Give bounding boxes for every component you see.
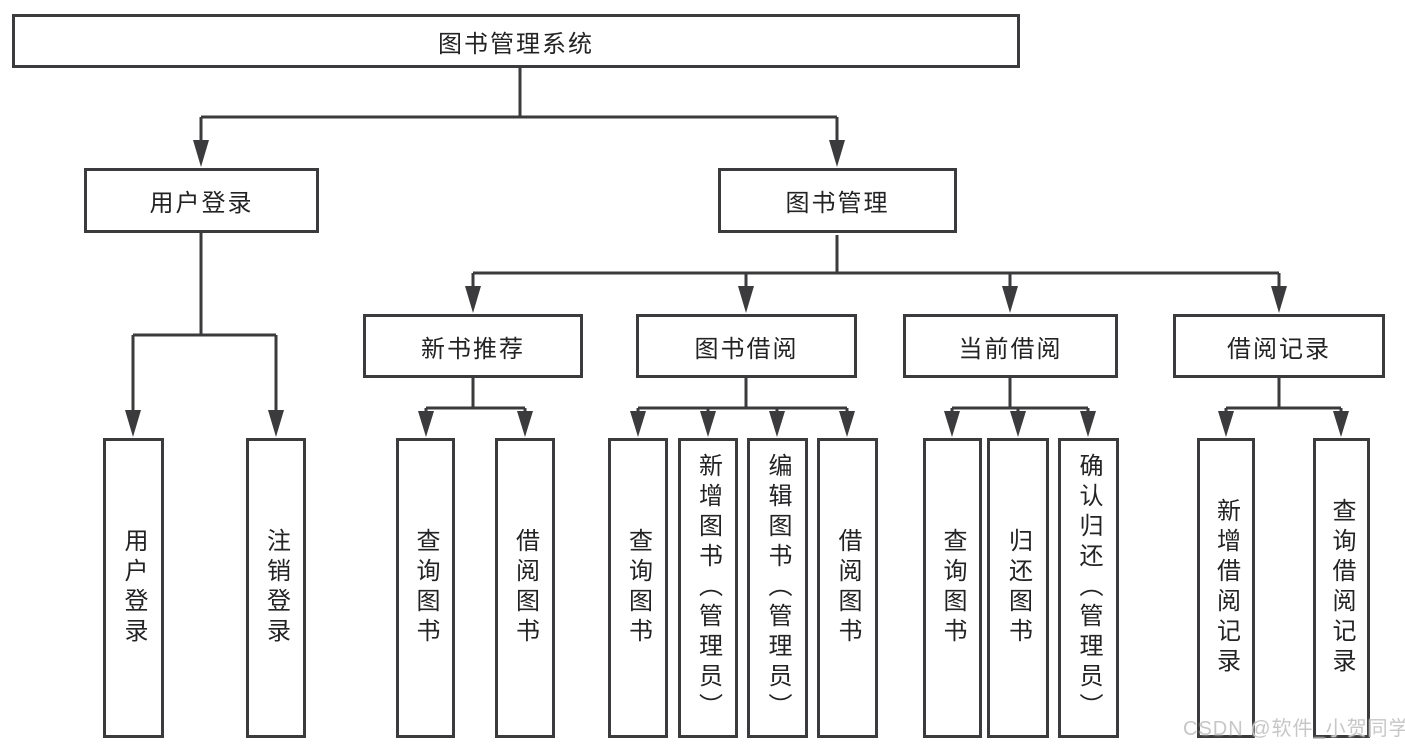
leaf-confirm-return-admin: 确认归还（管理员） <box>1058 438 1119 738</box>
arrowhead <box>465 286 481 313</box>
arrowhead <box>1218 411 1234 437</box>
leaf-logout: 注销登录 <box>246 438 306 738</box>
connector-root-to-branches <box>193 66 845 167</box>
leaf-borrow-books: 借阅图书 <box>817 438 878 738</box>
arrowhead <box>418 411 434 437</box>
leaf-add-borrow-record: 新增借阅记录 <box>1197 438 1255 738</box>
group-current-borrow: 当前借阅 <box>903 314 1118 378</box>
group-book-borrow: 图书借阅 <box>636 314 857 378</box>
connector-user-login-children <box>125 233 284 437</box>
arrowhead <box>517 411 533 437</box>
leaf-query-books-borrow: 查询图书 <box>608 438 668 738</box>
arrowhead <box>700 411 716 437</box>
leaf-return-books: 归还图书 <box>987 438 1049 738</box>
arrowhead <box>193 140 209 167</box>
connector-current-borrow-children <box>944 378 1096 437</box>
arrowhead <box>769 411 785 437</box>
arrowhead <box>738 286 754 313</box>
leaf-query-borrow-record: 查询借阅记录 <box>1313 438 1370 738</box>
arrowhead <box>839 411 855 437</box>
arrowhead <box>1080 411 1096 437</box>
arrowhead <box>1271 286 1287 313</box>
arrowhead <box>944 411 960 437</box>
connector-book-borrow-children <box>630 378 855 437</box>
branch-book-management: 图书管理 <box>718 168 957 233</box>
arrowhead <box>630 411 646 437</box>
arrowhead <box>1333 411 1349 437</box>
group-borrow-records: 借阅记录 <box>1173 314 1385 378</box>
leaf-user-login: 用户登录 <box>103 438 164 738</box>
arrowhead <box>268 410 284 437</box>
connector-borrow-records-children <box>1218 378 1349 437</box>
arrowhead <box>829 140 845 167</box>
connector-book-mgmt-children <box>465 235 1287 313</box>
leaf-borrow-books-recommend: 借阅图书 <box>495 438 555 738</box>
watermark: CSDN @软件_小贺同学 <box>1183 718 1405 740</box>
leaf-add-books-admin: 新增图书（管理员） <box>678 438 738 738</box>
branch-user-login: 用户登录 <box>84 168 319 233</box>
leaf-query-books-current: 查询图书 <box>923 438 982 738</box>
group-new-book-recommend: 新书推荐 <box>363 314 583 378</box>
leaf-query-books-recommend: 查询图书 <box>396 438 455 738</box>
arrowhead <box>1010 411 1026 437</box>
connector-new-book-children <box>418 378 533 437</box>
leaf-edit-books-admin: 编辑图书（管理员） <box>747 438 808 738</box>
arrowhead <box>1002 286 1018 313</box>
arrowhead <box>125 410 141 437</box>
root-node: 图书管理系统 <box>12 14 1020 68</box>
